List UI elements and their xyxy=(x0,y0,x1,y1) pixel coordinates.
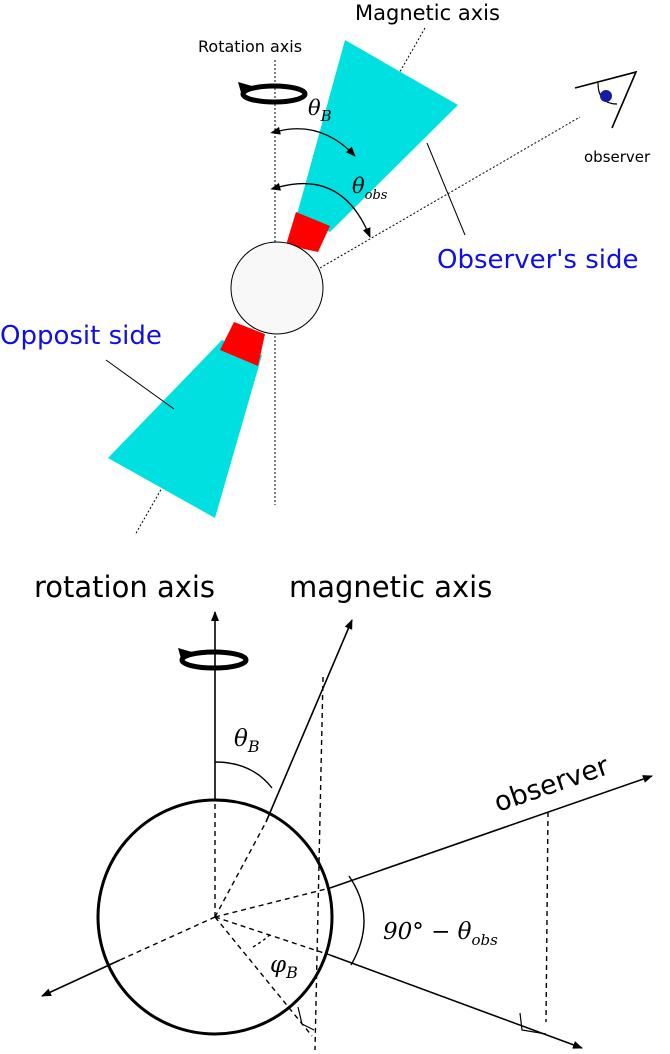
bottom-observer-projection-dashed xyxy=(214,916,331,956)
magnetic-right-angle xyxy=(297,1006,315,1031)
top-neutron-star xyxy=(230,241,324,335)
magnetic-drop-line xyxy=(314,676,324,1051)
bottom-angle-label: 90° − θobs xyxy=(383,919,498,949)
top-magnetic-axis-label: Magnetic axis xyxy=(355,1,500,25)
top-theta-b-arc xyxy=(270,126,356,157)
bottom-panel: rotation axis magnetic axis observer θB … xyxy=(34,570,653,1051)
observer-drop-line xyxy=(545,811,549,1023)
lower-emission-cone xyxy=(108,340,262,518)
bottom-equator-dashed xyxy=(119,916,216,961)
bottom-magnetic-axis-arrow xyxy=(265,619,353,823)
bottom-angle-arc xyxy=(348,875,365,966)
bottom-observer-arrow xyxy=(329,775,653,889)
observers-side-label: Observer's side xyxy=(437,245,639,275)
opposit-side-leader xyxy=(105,359,175,410)
bottom-theta-b-arc xyxy=(214,761,273,789)
top-panel: Magnetic axis Rotation axis θB θobs obse… xyxy=(0,1,651,536)
observers-side-leader xyxy=(426,142,466,236)
eye-icon xyxy=(574,70,638,129)
top-theta-obs-label: θobs xyxy=(352,174,388,203)
bottom-observer-label: observer xyxy=(490,750,614,818)
top-observer-label: observer xyxy=(584,148,651,166)
lower-polar-cap xyxy=(220,322,265,366)
upper-emission-cone xyxy=(296,40,458,232)
bottom-magnetic-projection-dashed xyxy=(214,916,313,1037)
bottom-rotation-axis-label: rotation axis xyxy=(34,570,215,604)
bottom-observer-dashed xyxy=(214,887,331,918)
bottom-magnetic-axis-dashed xyxy=(214,821,267,918)
top-theta-b-label: θB xyxy=(308,96,332,125)
bottom-rotation-arrow-icon xyxy=(178,648,249,671)
bottom-phi-b-arc xyxy=(252,932,272,948)
top-rotation-axis-label: Rotation axis xyxy=(198,37,302,56)
bottom-equator-arrow xyxy=(41,959,121,997)
bottom-magnetic-axis-label: magnetic axis xyxy=(289,570,492,604)
rotation-arrow-icon xyxy=(238,82,308,105)
top-theta-obs-arc xyxy=(270,182,371,238)
bottom-theta-b-label: θB xyxy=(234,726,260,756)
opposit-side-label: Opposit side xyxy=(0,321,162,351)
bottom-phi-b-label: φB xyxy=(270,952,298,982)
observer-right-angle xyxy=(519,1012,547,1035)
